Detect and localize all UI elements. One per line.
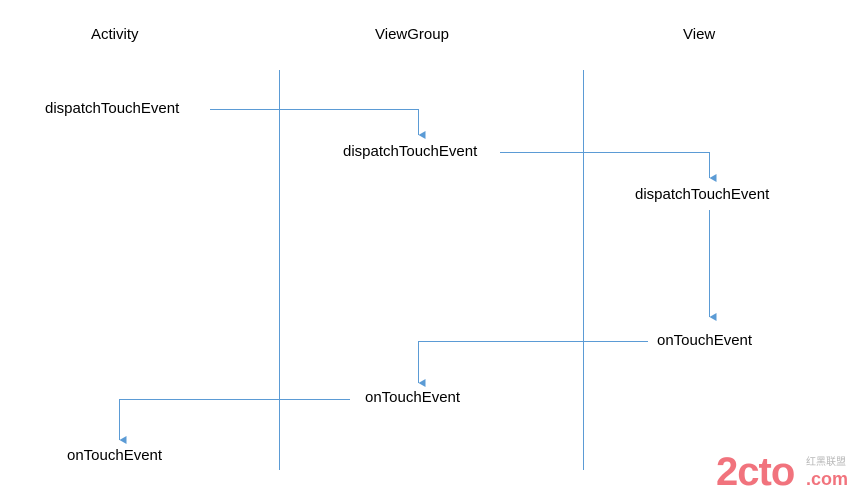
arrow-viewgroup-to-view-dispatch <box>500 152 717 182</box>
activity-on-touch-event: onTouchEvent <box>67 447 163 464</box>
arrow-activity-to-viewgroup-dispatch <box>210 109 426 139</box>
column-header-viewgroup: ViewGroup <box>375 26 449 43</box>
arrow-view-to-viewgroup-ontouch <box>418 341 648 387</box>
view-on-touch-event: onTouchEvent <box>657 332 753 349</box>
svg-text:.com: .com <box>806 469 848 489</box>
view-dispatch-touch-event: dispatchTouchEvent <box>635 186 770 203</box>
viewgroup-dispatch-touch-event: dispatchTouchEvent <box>343 143 478 160</box>
watermark-logo: 2cto 红黑联盟 .com <box>716 450 848 490</box>
column-header-view: View <box>683 26 716 43</box>
viewgroup-on-touch-event: onTouchEvent <box>365 389 461 406</box>
activity-dispatch-touch-event: dispatchTouchEvent <box>45 100 180 117</box>
svg-text:2cto: 2cto <box>716 450 794 490</box>
arrow-viewgroup-to-activity-ontouch <box>119 399 350 444</box>
svg-text:红黑联盟: 红黑联盟 <box>806 455 846 468</box>
column-header-activity: Activity <box>91 26 139 43</box>
